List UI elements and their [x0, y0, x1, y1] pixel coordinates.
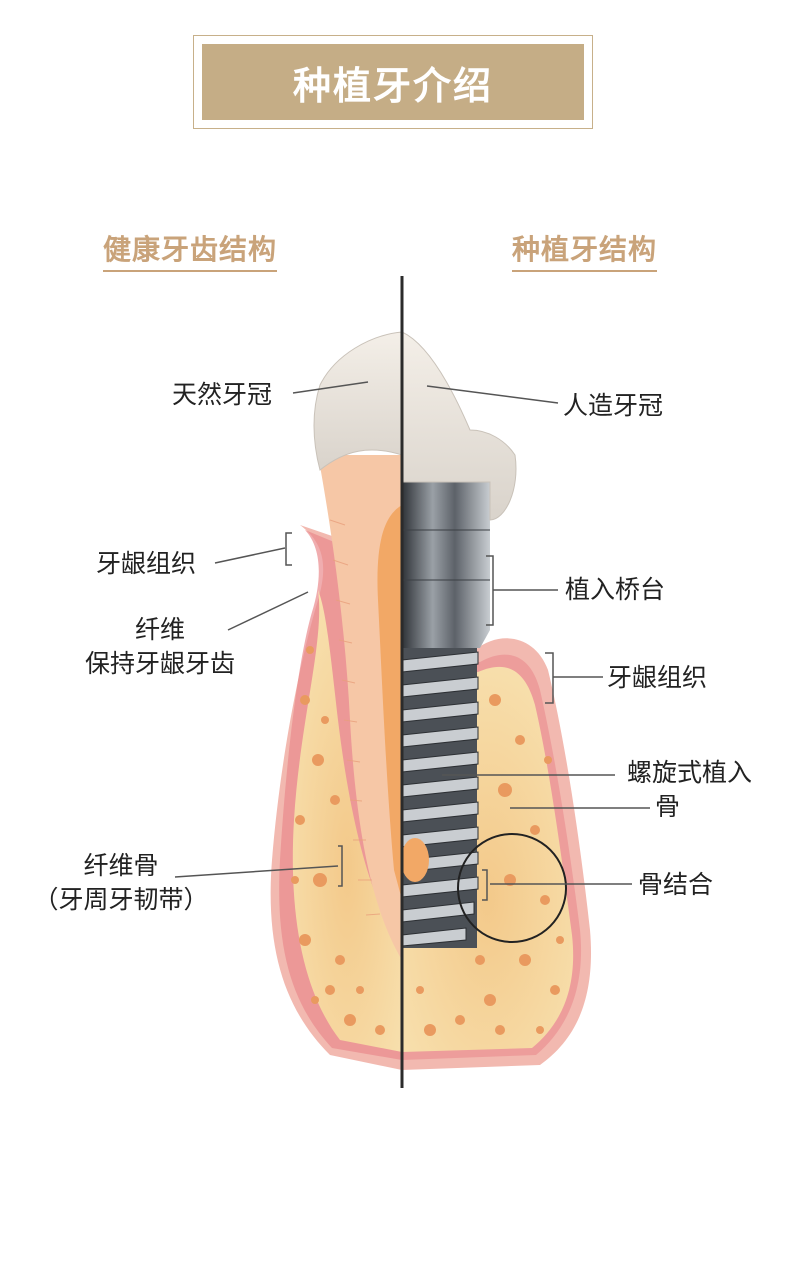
abutment: [402, 482, 490, 648]
page-title: 种植牙介绍: [202, 44, 584, 120]
label-artificial-crown: 人造牙冠: [563, 391, 664, 420]
label-fiber-bone-line2: （牙周牙韧带）: [33, 885, 209, 914]
screw-implant: [402, 648, 477, 948]
label-fiber-bone-line1: 纤维骨: [83, 851, 159, 880]
section-title-implant: 种植牙结构: [512, 228, 658, 272]
implant-tooth: [402, 331, 592, 1070]
label-screw-implant: 螺旋式植入: [627, 758, 753, 787]
label-fiber-bone: 纤维骨 （牙周牙韧带）: [26, 849, 216, 917]
healthy-tooth: [270, 331, 402, 1070]
label-bone: 骨: [655, 792, 681, 821]
label-fiber: 纤维 保持牙龈牙齿: [72, 613, 248, 681]
left-crown: [313, 331, 402, 471]
osseointegration-circle: [457, 833, 567, 943]
title-banner-frame: 种植牙介绍: [193, 35, 593, 129]
section-title-healthy: 健康牙齿结构: [103, 228, 278, 272]
left-pulp: [377, 505, 402, 900]
label-fiber-line2: 保持牙龈牙齿: [84, 649, 235, 678]
label-natural-crown: 天然牙冠: [172, 380, 273, 409]
label-osseointegration: 骨结合: [638, 870, 714, 899]
label-right-gum-tissue: 牙龈组织: [607, 663, 708, 692]
right-crown: [402, 331, 517, 521]
label-left-gum-tissue: 牙龈组织: [96, 549, 197, 578]
label-fiber-line1: 纤维: [134, 615, 185, 644]
label-abutment: 植入桥台: [565, 575, 666, 604]
